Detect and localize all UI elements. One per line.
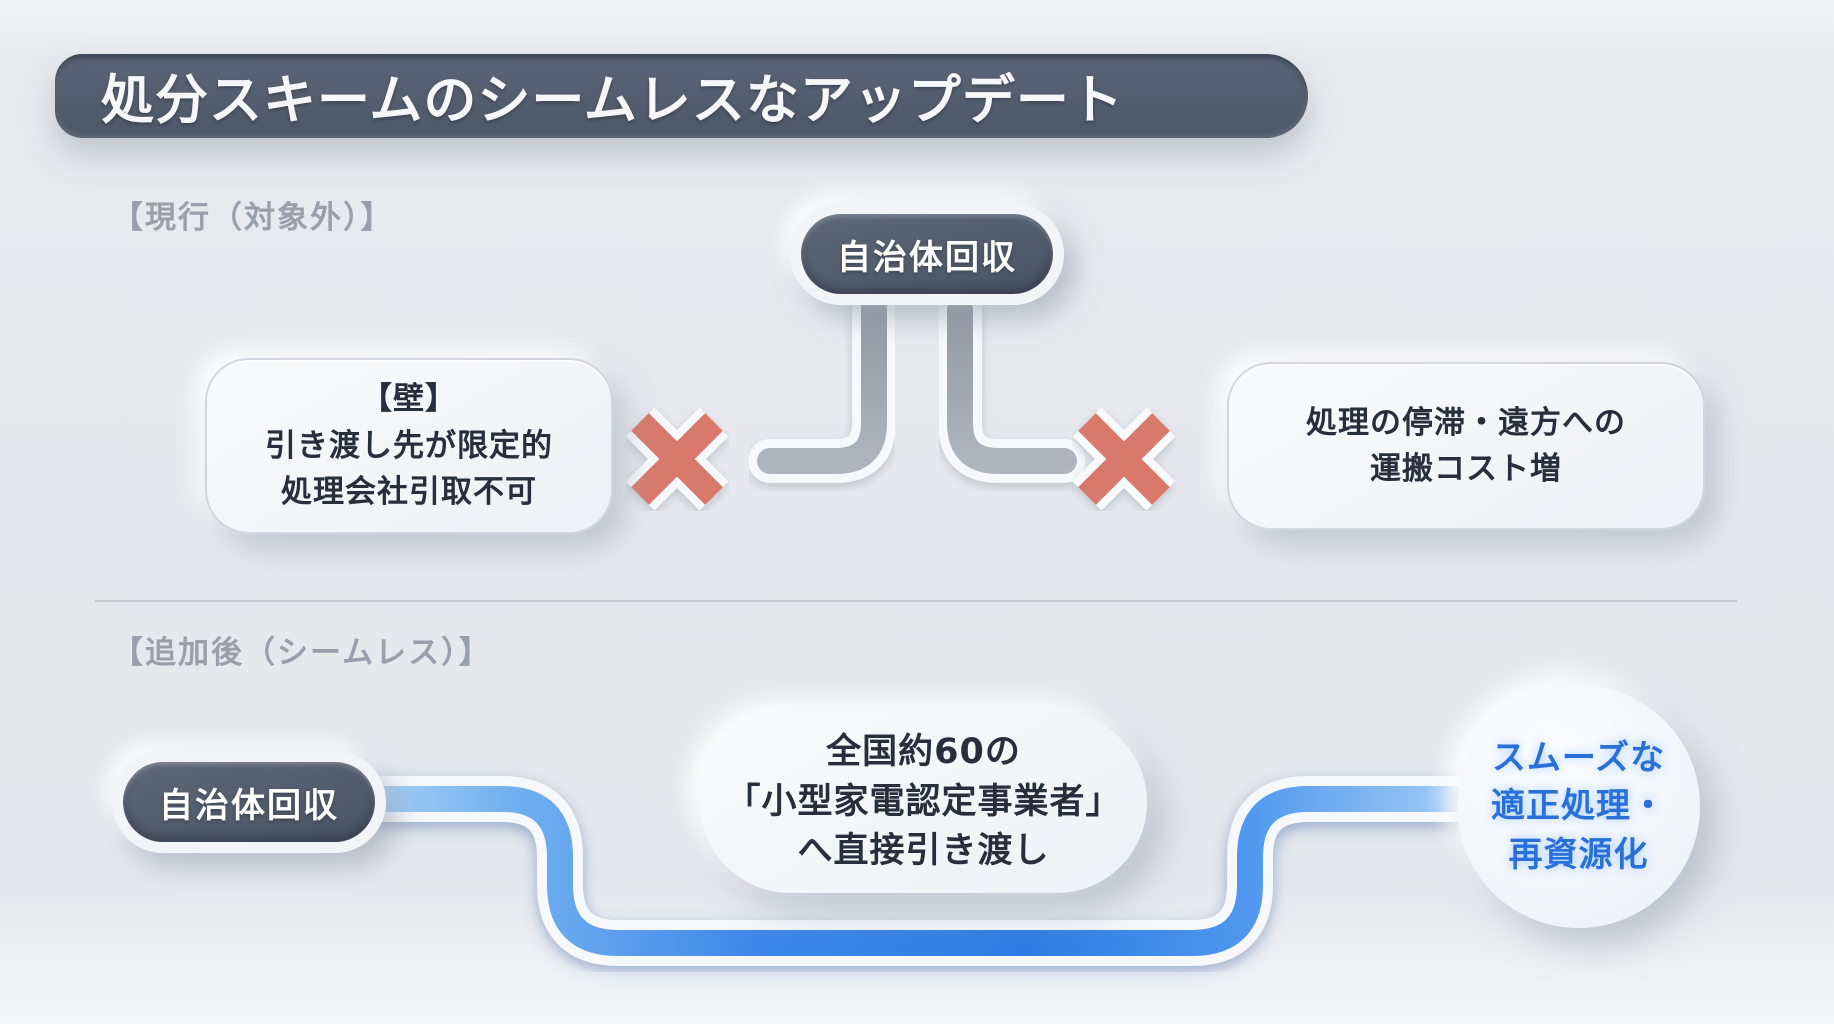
title-banner: 処分スキームのシームレスなアップデート (55, 54, 1308, 138)
result-circle-line2: 適正処理・ (1491, 786, 1666, 827)
handover-box-line2: 「小型家電認定事業者」 (725, 781, 1122, 822)
x-mark-right (1078, 413, 1170, 505)
wall-box-line1: 【壁】 (361, 381, 457, 418)
section-divider (95, 600, 1737, 602)
x-mark-right-icon (1072, 407, 1176, 511)
x-mark-left-icon (625, 407, 729, 511)
result-circle-line3: 再資源化 (1508, 834, 1649, 875)
wall-box-line3: 処理会社引取不可 (281, 474, 537, 511)
municipal-collection-label-updated: 自治体回収 (159, 785, 339, 826)
result-circle-line1: スムーズな (1491, 738, 1666, 779)
pipe-left-channel (748, 286, 896, 483)
updated-section-label: 【追加後（シームレス）】 (112, 635, 492, 671)
pipe-right-bar (947, 295, 1077, 474)
result-circle: スムーズな 適正処理・ 再資源化 (1457, 685, 1700, 928)
handover-box-line1: 全国約60の (826, 731, 1021, 772)
x-mark-right-emboss (1072, 407, 1176, 511)
municipal-collection-pill-current: 自治体回収 (790, 203, 1064, 305)
x-mark-left-emboss (625, 407, 729, 511)
current-section-label: 【現行（対象外）】 (112, 200, 394, 236)
pipe-left-bar (757, 295, 887, 474)
wall-box-line2: 引き渡し先が限定的 (265, 427, 553, 464)
handover-box: 全国約60の 「小型家電認定事業者」 へ直接引き渡し (700, 712, 1147, 893)
cost-box: 処理の停滞・遠方への 運搬コスト増 (1227, 362, 1705, 530)
x-mark-left (631, 413, 723, 505)
pipe-right-channel (938, 286, 1086, 483)
municipal-collection-pill-updated: 自治体回収 (112, 751, 386, 853)
handover-box-line3: へ直接引き渡し (797, 831, 1050, 872)
municipal-collection-label-current: 自治体回収 (837, 237, 1017, 278)
pipe-right (938, 286, 1086, 483)
cost-box-line1: 処理の停滞・遠方への (1306, 404, 1626, 441)
wall-box: 【壁】 引き渡し先が限定的 処理会社引取不可 (205, 358, 613, 534)
page-title: 処分スキームのシームレスなアップデート (101, 70, 1124, 131)
pipe-left (748, 286, 896, 483)
cost-box-line2: 運搬コスト増 (1370, 451, 1562, 487)
